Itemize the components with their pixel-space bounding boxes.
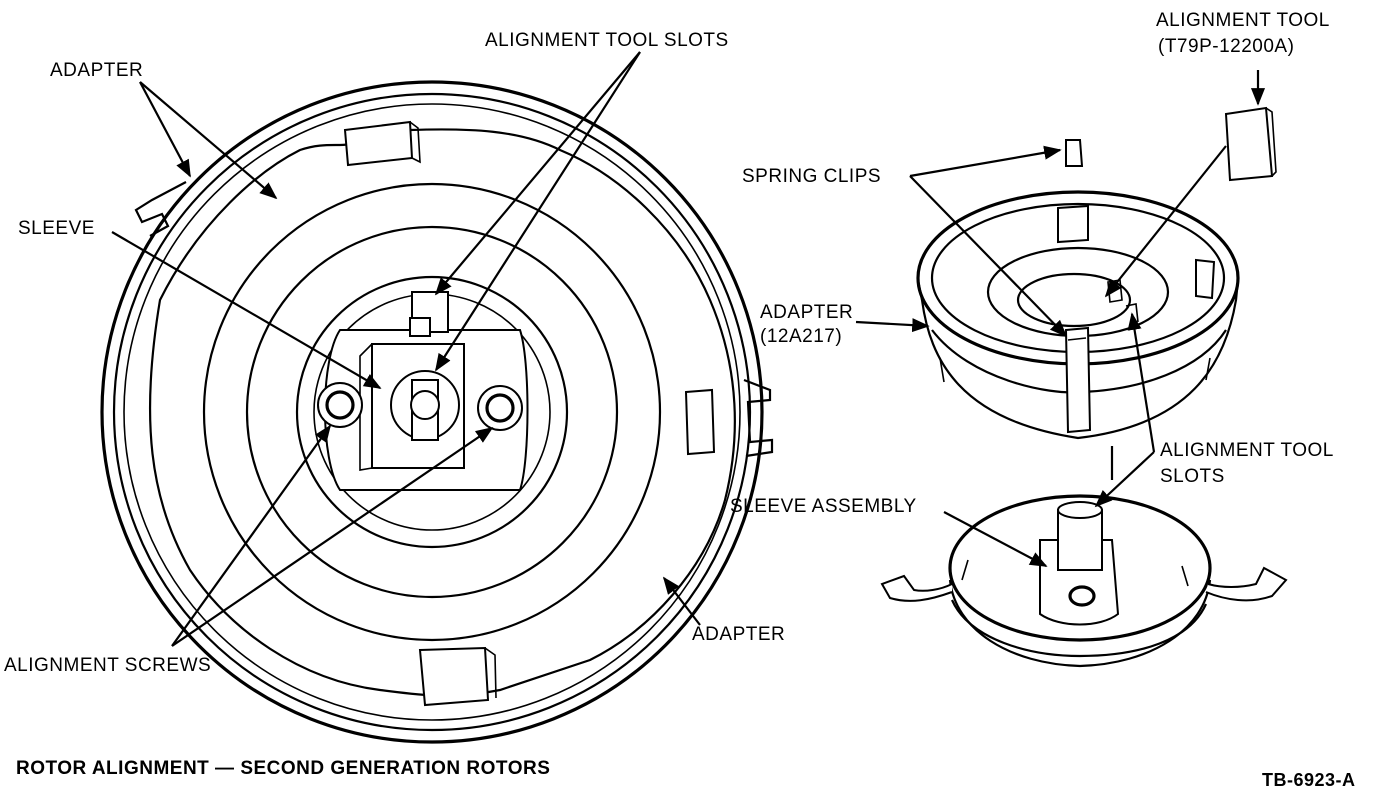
exploded-view (880, 106, 1288, 668)
ring-3 (295, 275, 569, 549)
lower-rotor-rim (948, 494, 1212, 642)
rotor-wing-left (880, 574, 953, 602)
label-adapter-top-left: ADAPTER (50, 60, 144, 81)
adapter-right-clip (743, 378, 774, 458)
label-alignment-tool-slots-right-1: ALIGNMENT TOOL (1160, 440, 1334, 461)
label-alignment-screws: ALIGNMENT SCREWS (4, 655, 212, 676)
label-sleeve-assembly: SLEEVE ASSEMBLY (730, 496, 917, 517)
adapter-cup-body (916, 279, 1240, 440)
figure-caption: ROTOR ALIGNMENT — SECOND GENERATION ROTO… (16, 758, 551, 779)
ring-1 (202, 182, 662, 642)
label-adapter-bottom-left: ADAPTER (692, 624, 786, 645)
rotor-top-view (100, 80, 774, 744)
alignment-screw-left (317, 382, 363, 428)
label-sleeve: SLEEVE (18, 218, 95, 239)
alignment-screw-right (477, 385, 523, 431)
label-alignment-tool-slots-right-2: SLOTS (1160, 466, 1225, 487)
label-alignment-tool-slots-top: ALIGNMENT TOOL SLOTS (485, 30, 729, 51)
adapter-left-clip (134, 181, 187, 237)
rotor-wing-right (1205, 566, 1288, 602)
adapter-bottom-tab (418, 646, 490, 707)
right-leaders (855, 70, 1266, 567)
front-spring-clip (1064, 326, 1092, 434)
adapter-top-tab (343, 120, 414, 167)
adapter-top-clip (1065, 139, 1084, 167)
label-spring-clips: SPRING CLIPS (742, 166, 882, 187)
outer-rim-1 (100, 80, 764, 744)
adapter-right-tab (684, 388, 716, 456)
alignment-tool-block (1224, 106, 1274, 182)
label-alignment-tool-part: (T79P-12200A) (1158, 36, 1295, 57)
label-adapter-right-part: (12A217) (760, 326, 843, 347)
outer-rim-3 (123, 103, 741, 721)
outer-rim-2 (112, 92, 752, 732)
label-alignment-tool: ALIGNMENT TOOL (1156, 10, 1330, 31)
left-leaders (111, 51, 701, 647)
label-adapter-right: ADAPTER (760, 302, 854, 323)
ring-2 (245, 225, 619, 599)
figure-id: TB-6923-A (1262, 770, 1356, 790)
